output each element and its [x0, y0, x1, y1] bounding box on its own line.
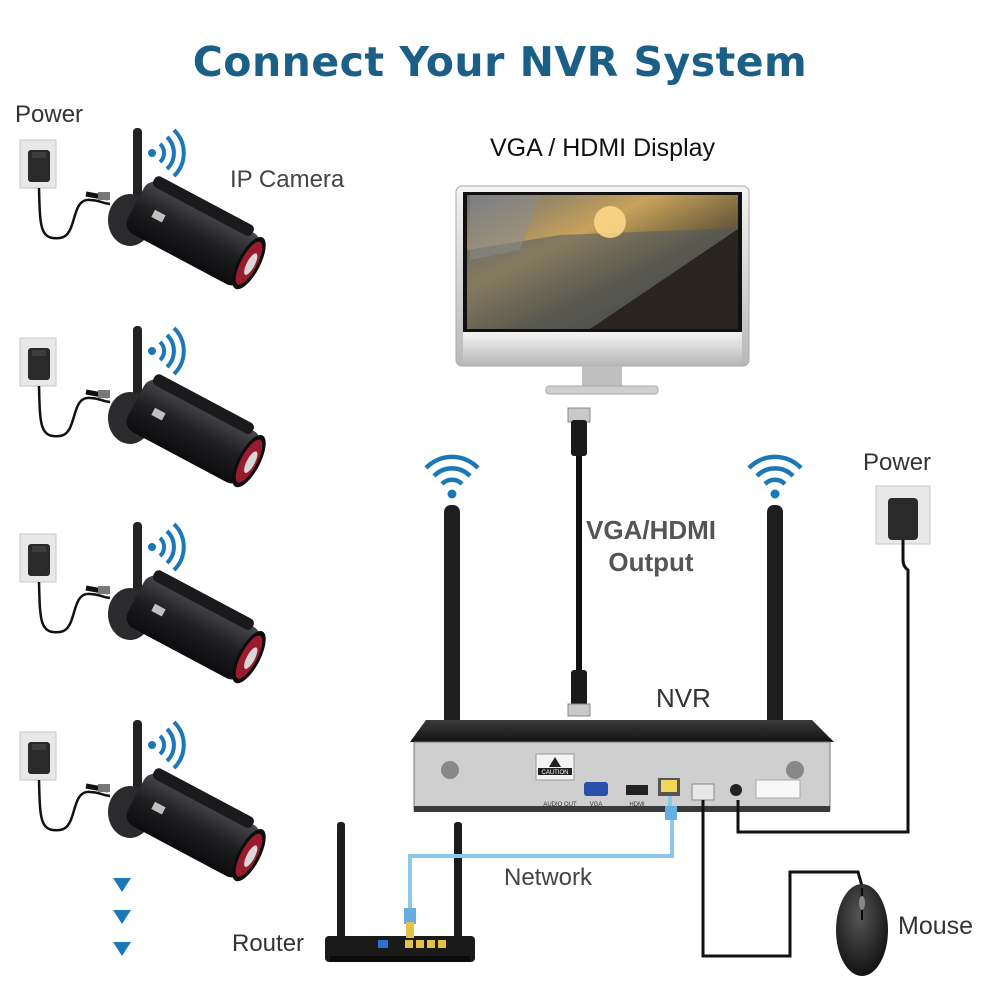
label-network: Network	[504, 864, 593, 891]
port-label-vga: VGA	[590, 802, 603, 808]
wifi-icon	[146, 720, 186, 770]
camera-icon	[20, 326, 275, 492]
camera-3	[20, 522, 275, 688]
label-nvr: NVR	[656, 683, 711, 713]
port-label-audio: AUDIO OUT	[543, 802, 577, 808]
wifi-icon	[146, 522, 186, 572]
label-display: VGA / HDMI Display	[490, 134, 716, 162]
camera-4	[20, 720, 275, 886]
label-power-right: Power	[863, 449, 932, 476]
label-output-line1: VGA/HDMI	[586, 515, 716, 545]
camera-icon	[20, 128, 275, 294]
label-output-line2: Output	[608, 547, 694, 577]
wifi-icon	[426, 457, 478, 499]
network-cable	[404, 796, 677, 938]
more-arrow-icon	[113, 878, 131, 956]
hdmi-cable	[567, 407, 591, 717]
camera-2	[20, 326, 275, 492]
camera-icon	[20, 720, 275, 886]
monitor-icon	[455, 185, 750, 395]
port-label-hdmi: HDMI	[629, 802, 645, 808]
label-mouse: Mouse	[898, 912, 974, 940]
camera-1	[20, 128, 275, 294]
label-ip-camera: IP Camera	[230, 166, 345, 193]
router-icon	[325, 822, 475, 962]
wifi-icon	[749, 457, 801, 499]
wifi-icon	[146, 326, 186, 376]
page-title: Connect Your NVR System	[192, 38, 808, 86]
label-router: Router	[232, 930, 305, 957]
nvr-sticker-text: CAUTION	[542, 770, 569, 776]
label-power-left: Power	[15, 101, 84, 128]
label-output: VGA/HDMI Output	[586, 514, 716, 578]
mouse-icon	[701, 800, 888, 976]
power-adapter-icon	[736, 485, 931, 834]
camera-icon	[20, 522, 275, 688]
nvr-icon: CAUTION AUDIO OUT VGA HDMI	[410, 505, 834, 812]
wifi-icon	[146, 128, 186, 178]
